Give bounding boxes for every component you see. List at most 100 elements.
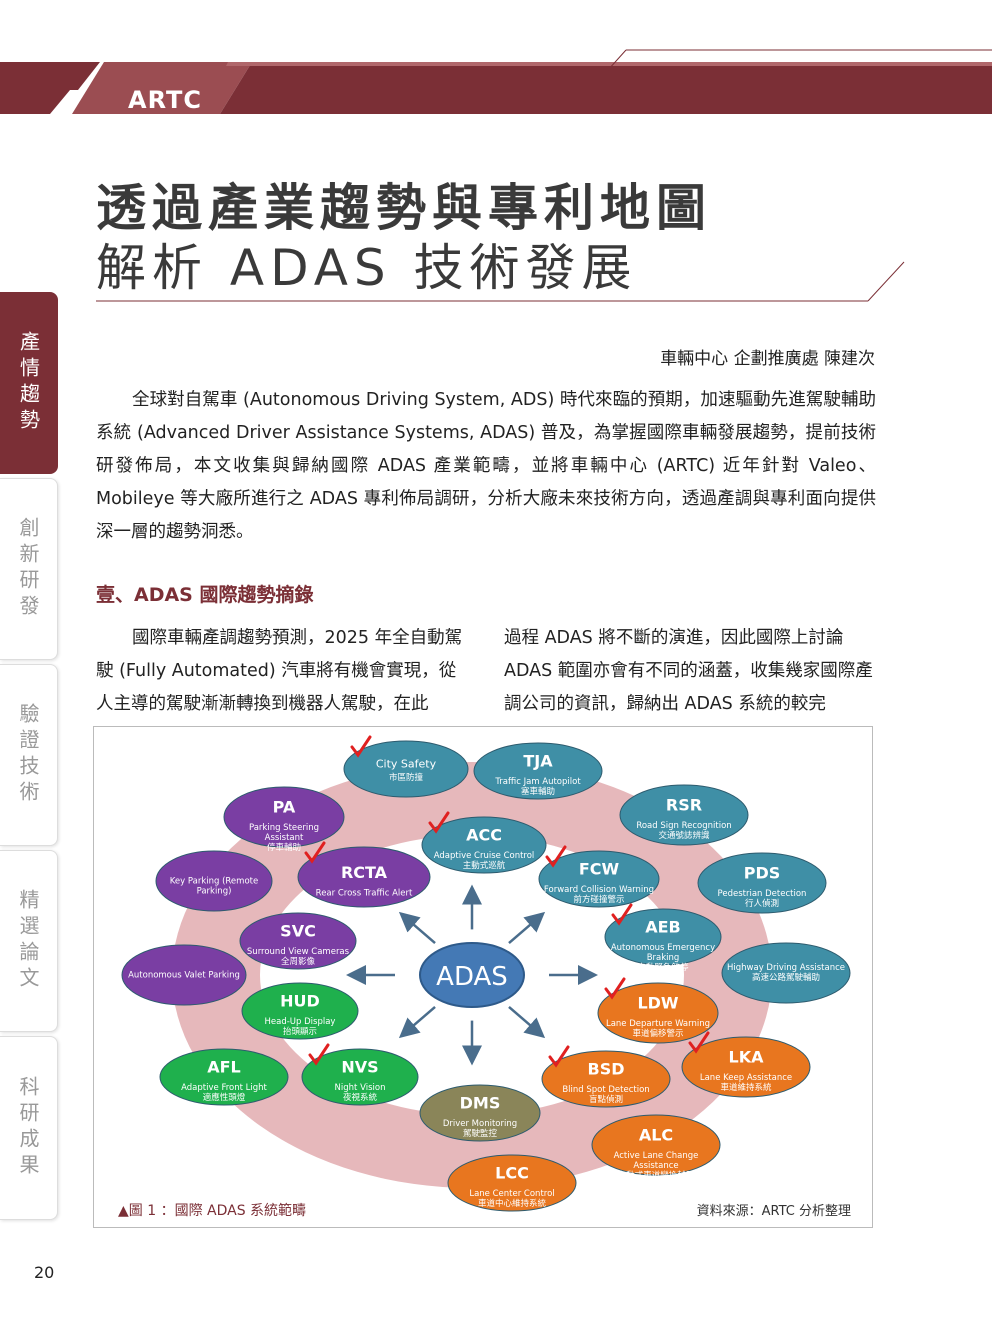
node-text: 行人偵測 bbox=[745, 898, 779, 909]
center-node bbox=[419, 942, 525, 1008]
brand-logo: ARTC bbox=[128, 86, 202, 114]
node-text: 塞車輔助 bbox=[521, 786, 555, 797]
side-tab-label: 創新研發 bbox=[16, 517, 40, 621]
node-bubble bbox=[159, 1048, 289, 1106]
side-tab-industry-trends[interactable]: 產情趨勢 bbox=[0, 292, 58, 474]
node-text: Traffic Jam Autopilot bbox=[494, 777, 581, 787]
center-arrow bbox=[508, 1005, 546, 1039]
side-tab-verification-tech[interactable]: 驗證技術 bbox=[0, 664, 58, 846]
node-bubble bbox=[241, 982, 359, 1040]
node-text: DMS bbox=[460, 1094, 501, 1113]
node-bubble bbox=[155, 850, 273, 912]
node-text: 主動式巡航 bbox=[463, 860, 506, 871]
check-icon bbox=[350, 735, 372, 758]
node-text: SVC bbox=[280, 922, 316, 941]
node-text: PA bbox=[273, 798, 296, 817]
figure-caption: ▲圖 1 ：國際 ADAS 系統範疇 bbox=[118, 1203, 307, 1219]
check-icon bbox=[604, 977, 626, 1000]
node-text: AFL bbox=[207, 1058, 241, 1077]
node-text: City Safety bbox=[376, 757, 437, 770]
node-text: Assistance bbox=[633, 1161, 678, 1171]
node-text: BSD bbox=[588, 1060, 625, 1079]
node-text: 全周影像 bbox=[281, 956, 316, 967]
node-bubble bbox=[447, 1154, 577, 1212]
node-text: Night Vision bbox=[335, 1083, 386, 1093]
node-text: RSR bbox=[666, 796, 702, 815]
node-text: 車道維持系統 bbox=[720, 1082, 772, 1093]
node-bubble bbox=[604, 908, 722, 966]
check-icon bbox=[545, 845, 567, 868]
node-text: Pedestrian Detection bbox=[718, 889, 807, 899]
node-text: 駕駛監控 bbox=[463, 1128, 498, 1139]
node-text: Highway Driving Assistance bbox=[727, 963, 845, 973]
node-bubble bbox=[681, 1036, 811, 1098]
header-accent-line bbox=[607, 49, 992, 71]
adas-node-city-safety: City Safety 市區防撞 bbox=[343, 735, 469, 798]
node-bubble bbox=[538, 850, 660, 908]
title-underline bbox=[96, 261, 905, 302]
node-text: 前方碰撞警示 bbox=[573, 894, 624, 905]
node-text: TJA bbox=[523, 752, 553, 771]
side-tab-selected-papers[interactable]: 精選論文 bbox=[0, 850, 58, 1032]
node-bubble bbox=[239, 912, 357, 970]
node-text: FCW bbox=[579, 860, 620, 879]
node-text: 抬頭顯示 bbox=[283, 1026, 317, 1037]
node-text: LDW bbox=[637, 994, 678, 1013]
side-tab-research-results[interactable]: 科研成果 bbox=[0, 1036, 58, 1220]
section-heading: 壹、ADAS 國際趨勢摘錄 bbox=[96, 584, 314, 606]
center-arrow bbox=[398, 911, 436, 945]
node-text: Forward Collision Warning bbox=[544, 885, 654, 895]
node-text: 自動緊急煞停 bbox=[637, 962, 689, 973]
page-title-line-2: 解析 ADAS 技術發展 bbox=[96, 239, 638, 297]
node-text: 車道中心維持系統 bbox=[478, 1198, 547, 1209]
side-tab-label: 驗證技術 bbox=[16, 703, 40, 807]
author-line: 車輛中心 企劃推廣處 陳建次 bbox=[660, 349, 875, 369]
node-text: ACC bbox=[466, 826, 502, 845]
node-text: 交通號誌辨識 bbox=[658, 830, 710, 841]
node-text: 車道偏移警示 bbox=[632, 1028, 683, 1039]
column-1-text: 國際車輛產調趨勢預測，2025 年全自動駕駛 (Fully Automated)… bbox=[96, 628, 463, 714]
node-text: Adaptive Cruise Control bbox=[434, 851, 535, 861]
page-title-line-1: 透過產業趨勢與專利地圖 bbox=[96, 179, 712, 237]
node-text: 市區防撞 bbox=[389, 772, 424, 783]
node-bubble bbox=[697, 852, 827, 914]
check-icon bbox=[428, 811, 450, 834]
node-text: 停車輔助 bbox=[267, 842, 301, 853]
node-text: Lane Center Control bbox=[469, 1189, 554, 1199]
node-text: 主動式車道變換輔助 bbox=[618, 1170, 695, 1181]
check-icon bbox=[548, 1045, 570, 1068]
node-text: Braking bbox=[647, 953, 680, 963]
node-text: LCC bbox=[495, 1164, 529, 1183]
node-text: Rear Cross Traffic Alert bbox=[316, 888, 413, 898]
side-tab-label: 產情趨勢 bbox=[16, 331, 41, 435]
node-bubble bbox=[619, 784, 749, 846]
center-arrow bbox=[398, 1005, 436, 1039]
node-text: Lane Departure Warning bbox=[606, 1019, 710, 1029]
side-tab-innovation-rd[interactable]: 創新研發 bbox=[0, 478, 58, 660]
figure-source: 資料來源：ARTC 分析整理 bbox=[696, 1204, 851, 1219]
node-text: Autonomous Emergency bbox=[611, 943, 715, 953]
node-bubble bbox=[421, 816, 547, 874]
node-text: 盲點偵測 bbox=[589, 1094, 623, 1105]
node-text: RCTA bbox=[341, 863, 388, 882]
node-text: Lane Keep Assistance bbox=[700, 1073, 792, 1083]
node-bubble bbox=[419, 1084, 541, 1142]
node-text: Adaptive Front Light bbox=[181, 1083, 267, 1093]
node-text: 夜視系統 bbox=[343, 1092, 378, 1103]
node-bubble bbox=[343, 740, 469, 798]
check-icon bbox=[304, 841, 326, 864]
node-text: Blind Spot Detection bbox=[562, 1085, 649, 1095]
check-icon bbox=[308, 1043, 330, 1066]
